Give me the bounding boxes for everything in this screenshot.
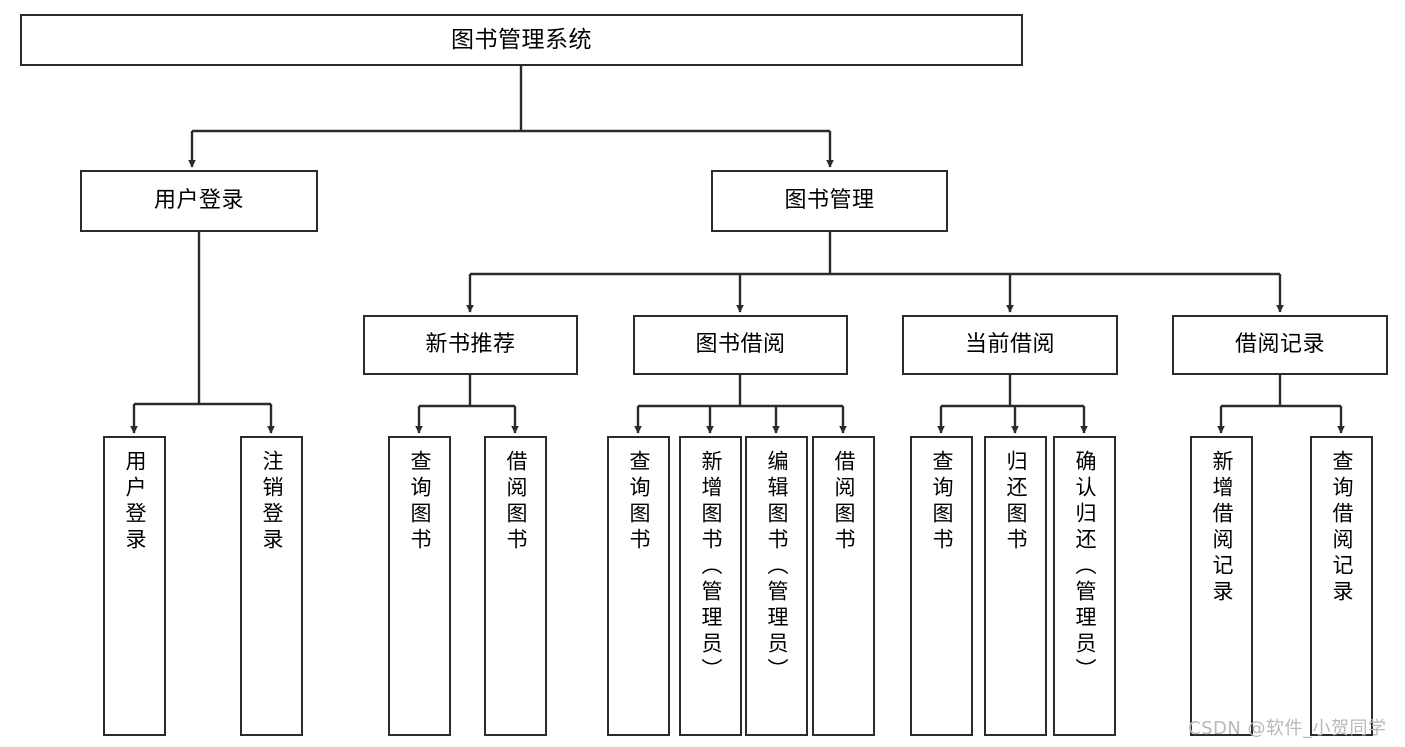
- leaf-logout-login[interactable]: 注销登录: [240, 436, 303, 736]
- leaf-label: 查询图书: [930, 450, 954, 554]
- leaf-label: 查询图书: [408, 450, 432, 554]
- leaf-label: 借阅图书: [504, 450, 528, 554]
- node-new-book-recommend[interactable]: 新书推荐: [363, 315, 578, 375]
- leaf-label: 确认归还（管理员）: [1073, 450, 1097, 684]
- leaf-label: 新增借阅记录: [1210, 450, 1234, 606]
- node-current-borrow[interactable]: 当前借阅: [902, 315, 1118, 375]
- leaf-edit-book-admin[interactable]: 编辑图书（管理员）: [745, 436, 808, 736]
- leaf-label: 查询借阅记录: [1330, 450, 1354, 606]
- leaf-borrow-book[interactable]: 借阅图书: [812, 436, 875, 736]
- leaf-return-book[interactable]: 归还图书: [984, 436, 1047, 736]
- node-book-borrow[interactable]: 图书借阅: [633, 315, 848, 375]
- leaf-label: 用户登录: [123, 450, 147, 554]
- leaf-borrow-book-rec[interactable]: 借阅图书: [484, 436, 547, 736]
- leaf-user-login[interactable]: 用户登录: [103, 436, 166, 736]
- csdn-watermark: CSDN @软件_小贺同学: [1188, 718, 1387, 739]
- leaf-label: 归还图书: [1004, 450, 1028, 554]
- node-borrow-record[interactable]: 借阅记录: [1172, 315, 1388, 375]
- leaf-confirm-return-admin[interactable]: 确认归还（管理员）: [1053, 436, 1116, 736]
- leaf-label: 注销登录: [260, 450, 284, 554]
- leaf-query-book-rec[interactable]: 查询图书: [388, 436, 451, 736]
- leaf-query-book-cur[interactable]: 查询图书: [910, 436, 973, 736]
- leaf-label: 编辑图书（管理员）: [765, 450, 789, 684]
- leaf-add-borrow-record[interactable]: 新增借阅记录: [1190, 436, 1253, 736]
- leaf-query-book-borrow[interactable]: 查询图书: [607, 436, 670, 736]
- leaf-label: 新增图书（管理员）: [699, 450, 723, 684]
- node-book-manage[interactable]: 图书管理: [711, 170, 948, 232]
- node-user-login[interactable]: 用户登录: [80, 170, 318, 232]
- leaf-label: 查询图书: [627, 450, 651, 554]
- leaf-label: 借阅图书: [832, 450, 856, 554]
- node-root[interactable]: 图书管理系统: [20, 14, 1023, 66]
- leaf-query-borrow-record[interactable]: 查询借阅记录: [1310, 436, 1373, 736]
- leaf-add-book-admin[interactable]: 新增图书（管理员）: [679, 436, 742, 736]
